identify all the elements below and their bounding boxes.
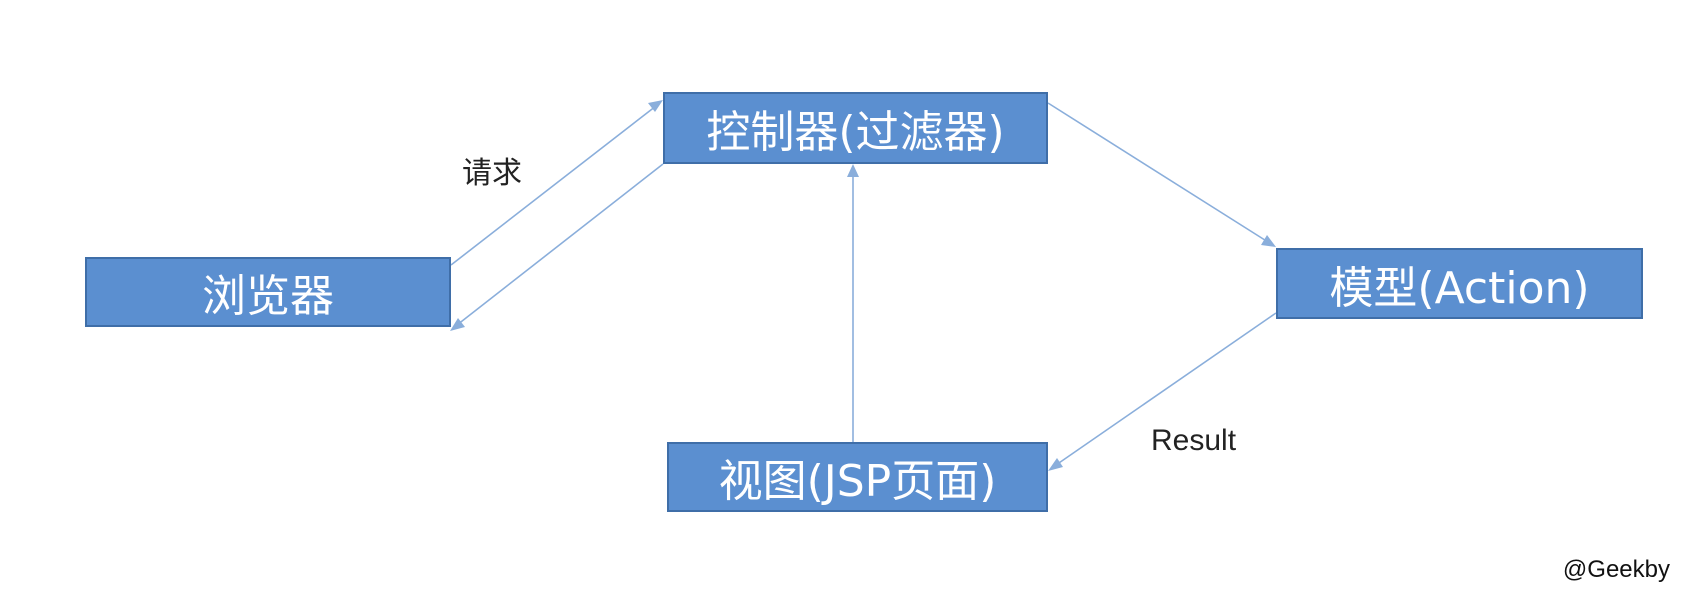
edge-model-to-view: [1048, 312, 1277, 471]
edge-controller-to-model: [1047, 102, 1276, 247]
watermark: @Geekby: [1562, 556, 1670, 583]
node-view: 视图(JSP页面): [667, 442, 1048, 512]
edge-browser-to-controller: [450, 100, 663, 266]
edge-label-result: Result: [1151, 424, 1237, 457]
node-view-label: 视图(JSP页面): [718, 456, 997, 507]
node-controller: 控制器(过滤器): [663, 92, 1048, 164]
edge-controller-to-browser: [450, 163, 664, 331]
node-browser: 浏览器: [85, 257, 451, 327]
edge-view-to-controller: [847, 164, 859, 442]
node-model: 模型(Action): [1276, 248, 1643, 319]
edge-label-request: 请求: [462, 156, 522, 191]
node-browser-label: 浏览器: [202, 271, 334, 322]
node-model-label: 模型(Action): [1329, 262, 1590, 314]
node-controller-label: 控制器(过滤器): [706, 107, 1005, 158]
